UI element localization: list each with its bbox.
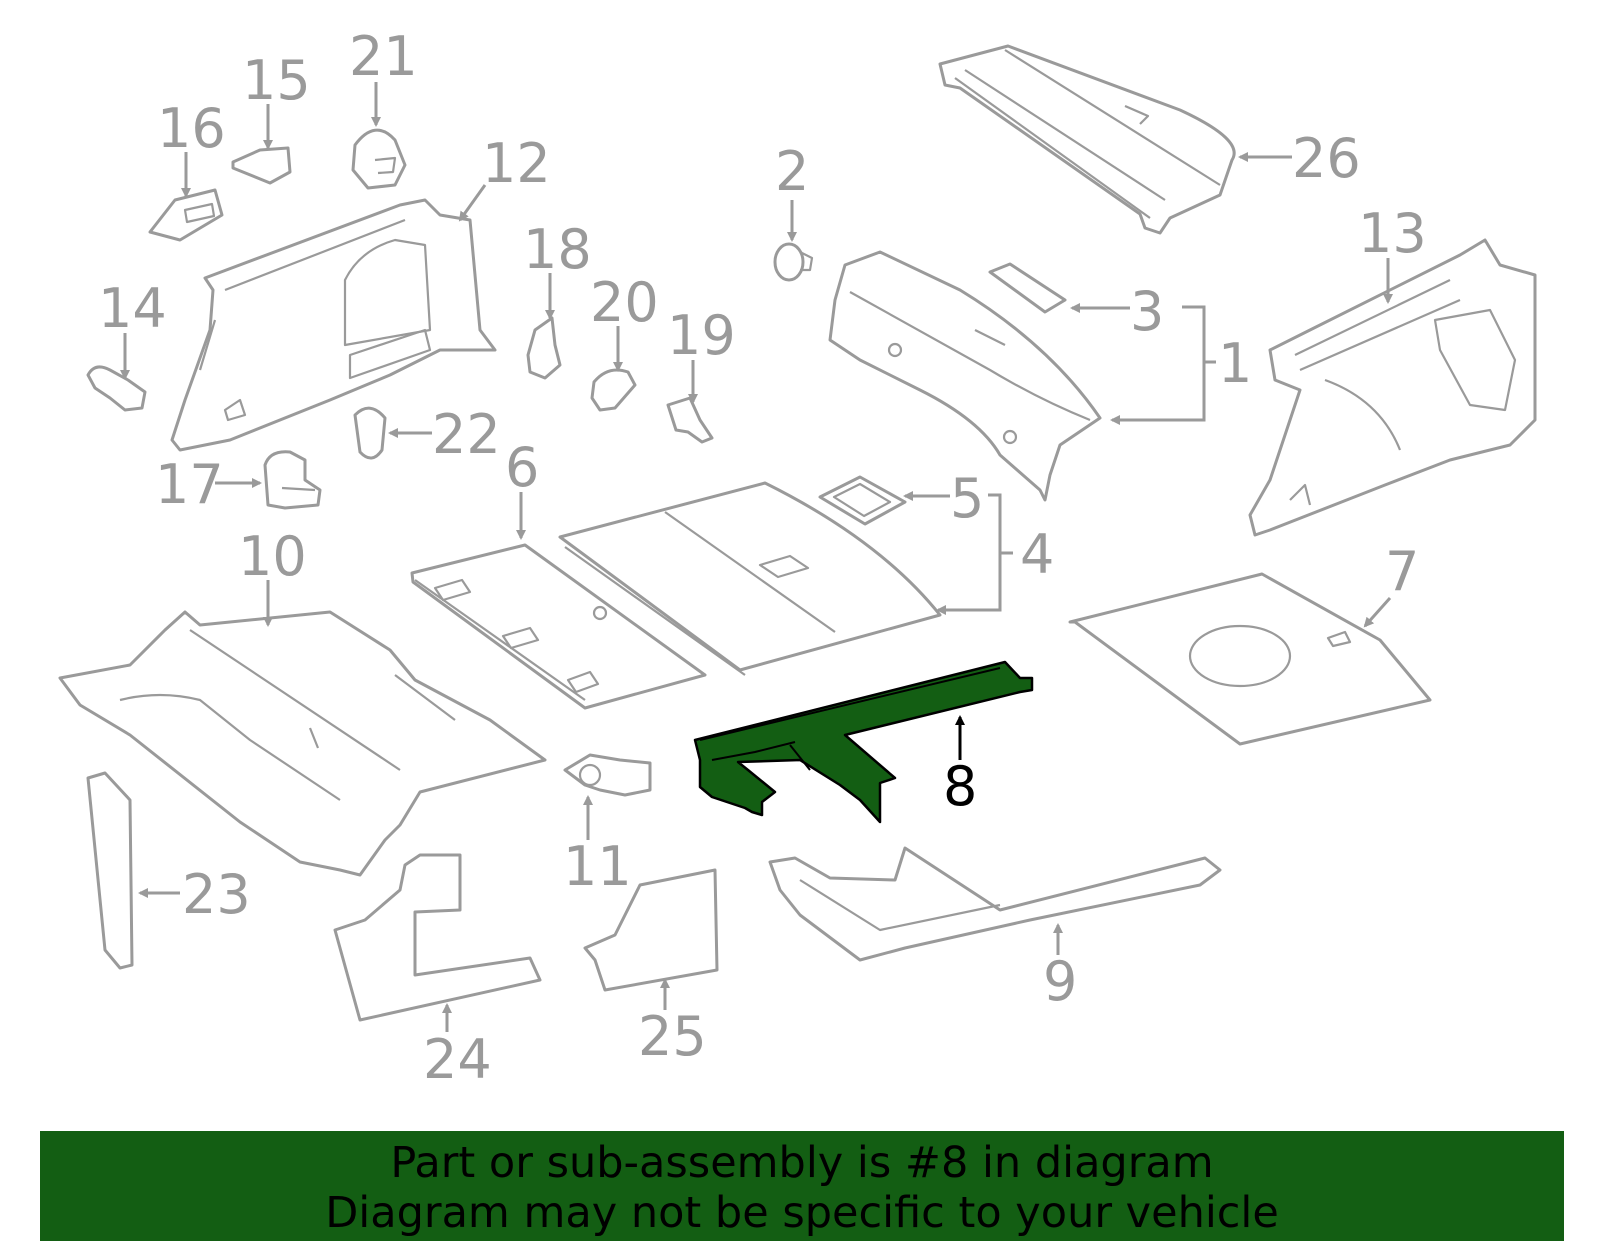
part-15-clip (231, 146, 292, 185)
part-11-bracket (563, 753, 652, 797)
callout-18: 18 (523, 218, 592, 281)
part-16-bracket (148, 188, 224, 242)
callout-12: 12 (482, 132, 551, 195)
callout-7: 7 (1385, 540, 1419, 603)
part-17-bracket (263, 450, 322, 510)
part-6-board (410, 543, 707, 710)
info-banner: Part or sub-assembly is #8 in diagram Di… (40, 1131, 1564, 1241)
part-5-cover (818, 475, 907, 526)
part-1-rear-panel (828, 250, 1102, 502)
callout-22: 22 (432, 403, 501, 466)
part-19-clip (666, 396, 714, 444)
part-20-grommet (590, 368, 637, 412)
part-10-floor-panel (58, 610, 547, 877)
callout-3: 3 (1130, 280, 1164, 343)
callout-15: 15 (242, 49, 311, 112)
part-3-pad (988, 262, 1067, 314)
part-26-cargo-cover (938, 44, 1236, 235)
banner-line-1: Part or sub-assembly is #8 in diagram (390, 1138, 1214, 1188)
part-4-floor-board (558, 481, 942, 676)
callout-8: 8 (943, 755, 977, 818)
banner-line-2: Diagram may not be specific to your vehi… (325, 1188, 1279, 1238)
part-9-rail (768, 846, 1222, 962)
part-7-mat (1068, 572, 1432, 746)
callout-25: 25 (638, 1005, 707, 1068)
callout-4: 4 (1020, 523, 1054, 586)
callout-14: 14 (98, 277, 167, 340)
callout-6: 6 (505, 436, 539, 499)
callout-17: 17 (155, 453, 224, 516)
callout-21: 21 (349, 25, 418, 88)
part-12-left-quarter-trim (170, 198, 497, 452)
callout-19: 19 (667, 304, 736, 367)
part-23-trim-strip (86, 771, 134, 970)
callout-20: 20 (590, 271, 659, 334)
part-25-panel (583, 868, 719, 992)
callout-9: 9 (1043, 950, 1077, 1013)
callout-5: 5 (950, 467, 984, 530)
part-18-clip (526, 316, 562, 380)
callout-11: 11 (563, 835, 632, 898)
callout-24: 24 (423, 1028, 492, 1091)
callout-26: 26 (1292, 127, 1361, 190)
part-21-clip (351, 128, 407, 190)
callout-10: 10 (238, 525, 307, 588)
callouts: 26 2 3 1 13 12 21 15 16 14 22 17 (98, 25, 1427, 1091)
part-14-fastener (86, 365, 147, 412)
callout-23: 23 (182, 863, 251, 926)
part-22-grommet (353, 406, 387, 460)
part-8-highlighted (693, 660, 1034, 824)
part-2-clip (773, 242, 814, 282)
callout-1: 1 (1218, 332, 1252, 395)
callout-16: 16 (157, 97, 226, 160)
part-24-panel (333, 853, 542, 1022)
part-13-right-quarter-trim (1248, 238, 1537, 537)
callout-2: 2 (775, 140, 809, 203)
callout-13: 13 (1358, 202, 1427, 265)
